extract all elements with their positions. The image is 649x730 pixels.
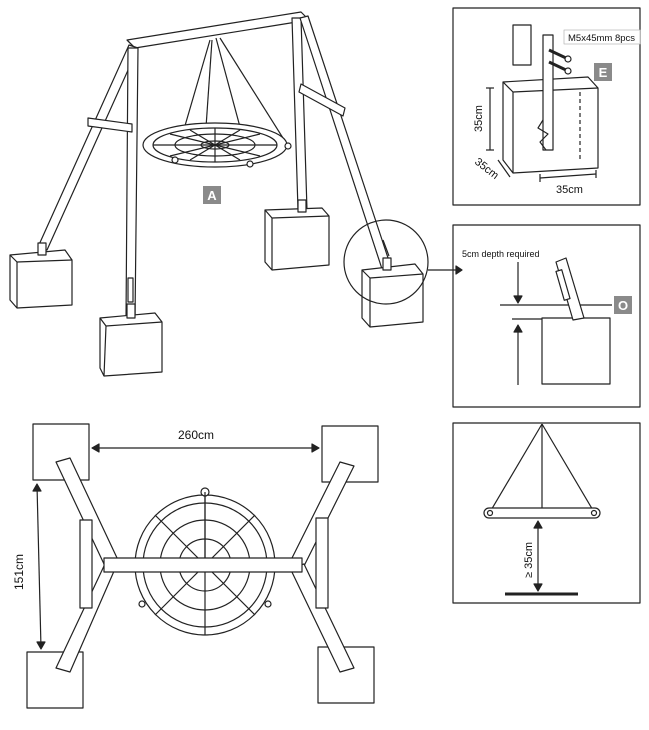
detail-magnifier <box>343 219 429 305</box>
anchor-height-label: 35cm <box>473 105 485 132</box>
part-badge-e <box>594 63 612 81</box>
part-badge-a-label: A <box>207 188 217 203</box>
left-back-leg <box>37 44 139 251</box>
concrete-block-front-left <box>99 312 163 377</box>
detail-anchor-panel: M5x45mm 8pcs E 35cm 35cm 35cm <box>452 7 641 206</box>
part-badge-o <box>614 296 632 314</box>
concrete-block-front-right <box>361 263 424 328</box>
top-beam <box>126 11 310 49</box>
concrete-block-back-left <box>9 249 73 309</box>
screw-label: M5x45mm 8pcs <box>568 33 635 44</box>
rope <box>219 37 289 147</box>
anchor-width-label: 35cm <box>556 184 583 196</box>
concrete-block-back-right <box>264 207 330 271</box>
depth-note: 5cm depth required <box>462 249 540 259</box>
part-badge-o-label: O <box>618 298 628 313</box>
nest-seat <box>142 122 292 168</box>
detail-seat-panel: ≥ 35cm <box>452 422 641 604</box>
part-badge-e-label: E <box>599 65 608 80</box>
top-view: 260cm 151cm <box>12 423 379 709</box>
screw-label-box <box>563 29 641 45</box>
part-badge-a <box>203 186 221 204</box>
top-beam-plan <box>103 557 303 573</box>
right-crossbar <box>298 83 346 117</box>
top-width-label: 260cm <box>178 428 214 442</box>
leg-anchor-strap <box>127 277 134 303</box>
top-length-label: 151cm <box>12 554 26 590</box>
seat-clearance-label: ≥ 35cm <box>523 542 535 578</box>
left-crossbar <box>87 117 133 133</box>
main-frame-view: A <box>9 11 463 377</box>
right-back-leg <box>291 17 308 211</box>
anchor-depth-label: 35cm <box>472 156 501 182</box>
detail-depth-panel: 5cm depth required O <box>452 224 641 408</box>
